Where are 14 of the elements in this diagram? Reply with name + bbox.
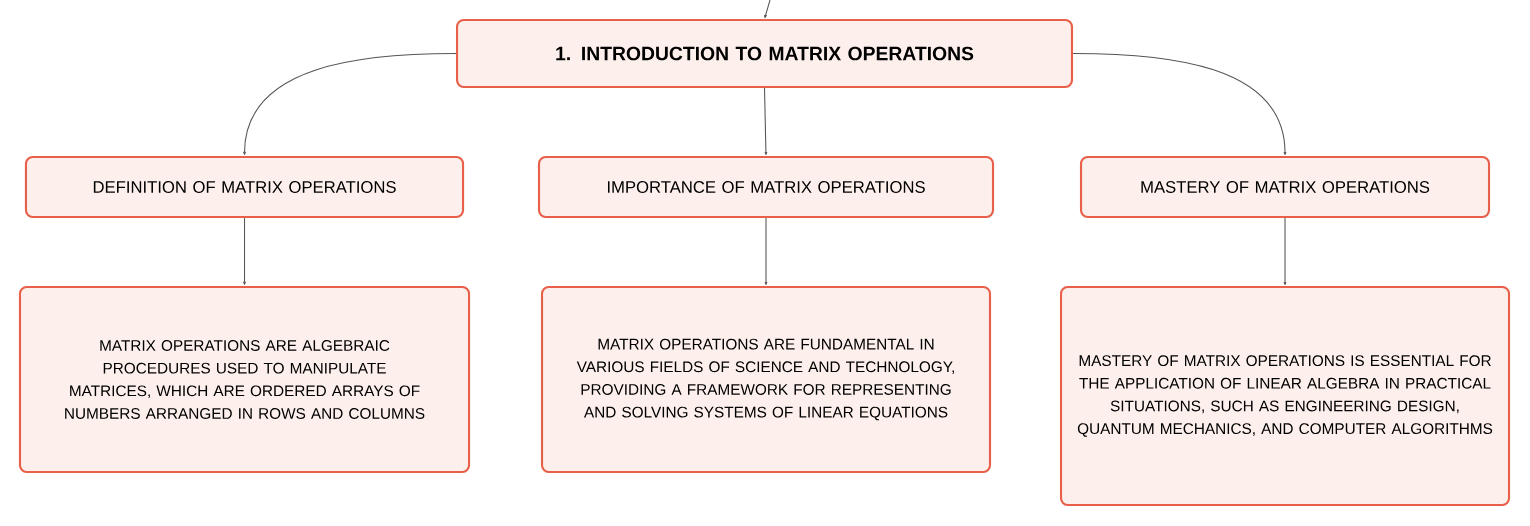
arrow <box>763 87 768 156</box>
arrow <box>1072 52 1287 156</box>
description-box: MASTERY OF MATRIX OPERATIONS IS ESSENTIAL FOR THE APPLICATION OF LINEAR ALGEBRA IN PRACTICAL SITUATIONS, SUCH AS ENGINEERING DESIGN, QUANTUM MECHANICS, AND COMPUTER ALGORITHMS <box>1059 285 1511 507</box>
arrow <box>243 52 457 156</box>
description-box: MATRIX OPERATIONS ARE ALGEBRAIC PROCEDURES USED TO MANIPULATE MATRICES, WHICH ARE ORDERED ARRAYS OF NUMBERS ARRANGED IN ROWS AND COLUMNS <box>18 285 471 474</box>
topic-box: IMPORTANCE OF MATRIX OPERATIONS <box>537 155 995 219</box>
description-box: MATRIX OPERATIONS ARE FUNDAMENTAL IN VARIOUS FIELDS OF SCIENCE AND TECHNOLOGY, PROVIDING A FRAMEWORK FOR REPRESENTING AND SOLVING SYSTEMS OF LINEAR EQUATIONS <box>540 285 992 474</box>
arrow <box>764 217 768 286</box>
title-box: 1. INTRODUCTION TO MATRIX OPERATIONS <box>456 18 1074 89</box>
arrow <box>764 0 771 19</box>
arrow <box>1283 217 1287 286</box>
topic-box: MASTERY OF MATRIX OPERATIONS <box>1079 155 1491 219</box>
arrow <box>243 217 246 286</box>
topic-box: DEFINITION OF MATRIX OPERATIONS <box>24 155 465 219</box>
